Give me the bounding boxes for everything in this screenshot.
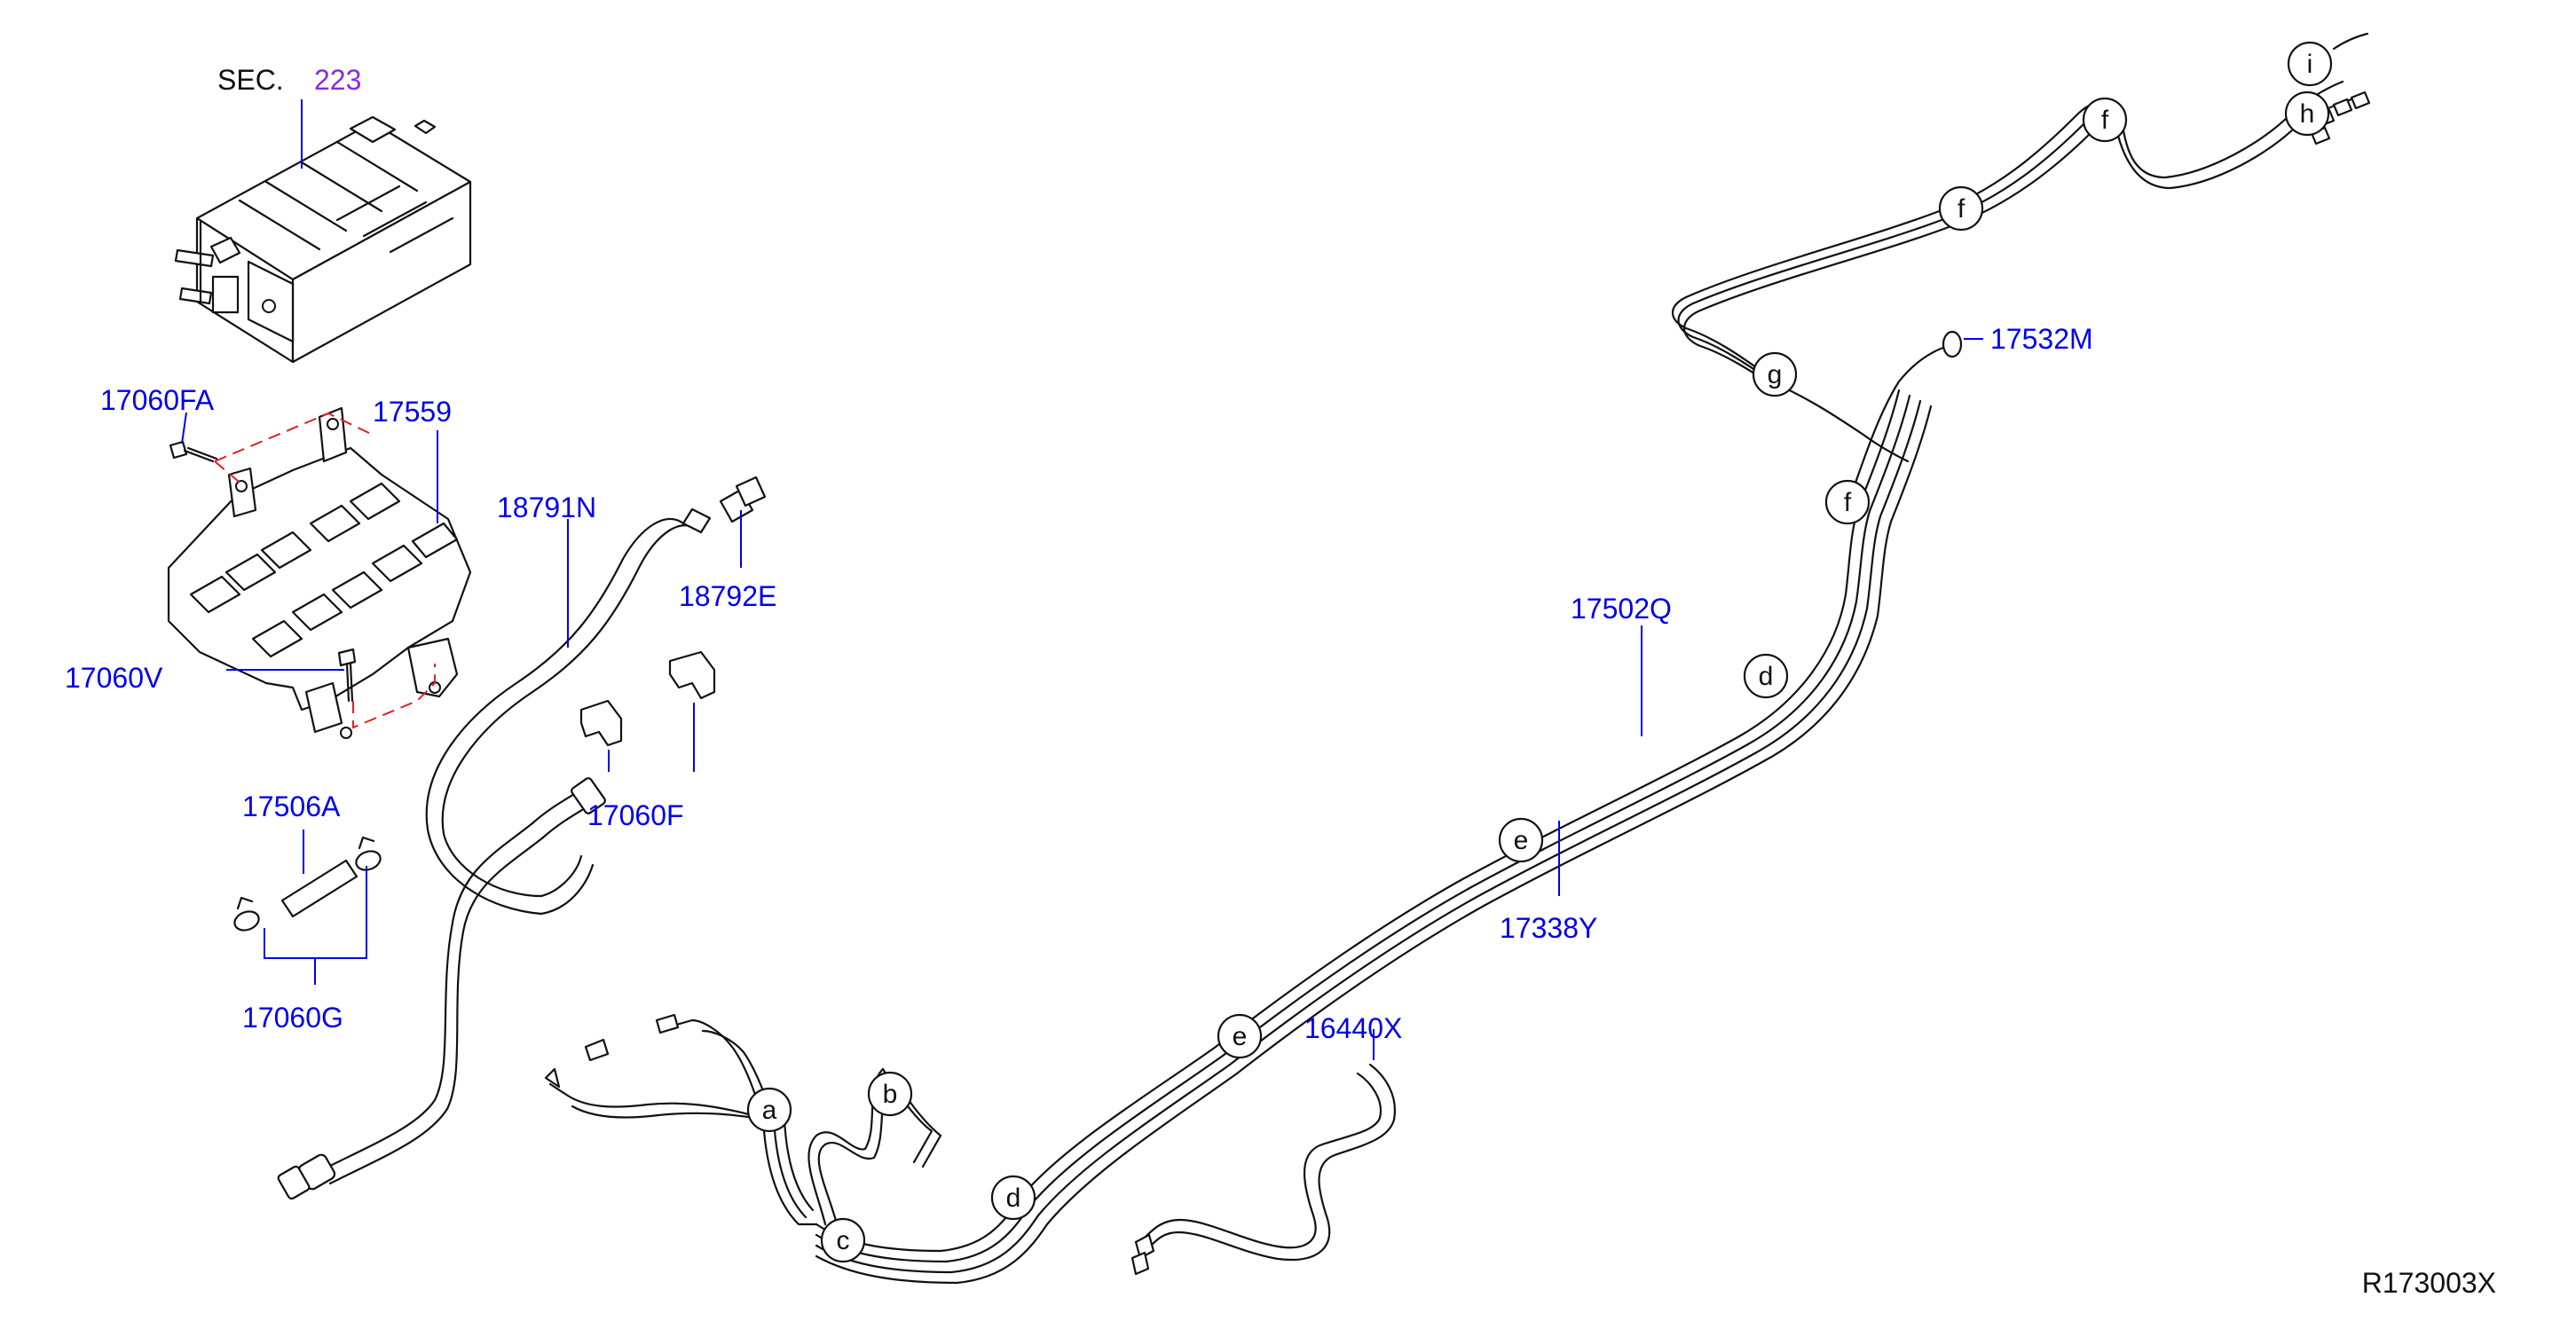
- evap-canister-drawing: [174, 115, 472, 364]
- marker-e-lower-label: e: [1233, 1022, 1248, 1051]
- marker-i: i: [2287, 41, 2333, 87]
- part-label-17060G[interactable]: 17060G: [242, 1002, 343, 1034]
- marker-e-upper-label: e: [1514, 826, 1529, 855]
- part-label-17532M[interactable]: 17532M: [1990, 323, 2093, 355]
- marker-d-upper-label: d: [1759, 662, 1774, 691]
- marker-f-top: f: [2082, 97, 2128, 143]
- marker-c-label: c: [837, 1226, 850, 1255]
- part-label-18791N[interactable]: 18791N: [497, 491, 596, 523]
- part-label-17502Q[interactable]: 17502Q: [1571, 593, 1672, 625]
- marker-a-label: a: [762, 1096, 777, 1125]
- marker-f-mid: f: [1938, 185, 1984, 232]
- connector-18792e-drawing: [719, 476, 767, 523]
- marker-g-label: g: [1768, 360, 1783, 389]
- marker-h: h: [2284, 90, 2330, 137]
- part-label-17506A[interactable]: 17506A: [242, 790, 341, 822]
- fuel-tube-bundle: [544, 32, 2371, 1285]
- leader-lines: [181, 99, 1983, 1060]
- canister-bracket-drawing: [167, 406, 472, 739]
- marker-f-top-label: f: [2101, 106, 2109, 135]
- labels: SEC. 223 17060FA 17559 18791N 18792E 170…: [65, 64, 2496, 1299]
- marker-g: g: [1752, 351, 1798, 397]
- marker-d-lower: d: [990, 1175, 1036, 1221]
- marker-e-lower: e: [1217, 1013, 1263, 1059]
- marker-e-upper: e: [1498, 817, 1544, 863]
- marker-a: a: [746, 1087, 792, 1133]
- part-label-17338Y[interactable]: 17338Y: [1500, 912, 1597, 944]
- diagram-code: R173003X: [2362, 1267, 2496, 1299]
- section-ref-number[interactable]: 223: [314, 64, 361, 96]
- marker-d-upper: d: [1743, 653, 1789, 699]
- hose-18791n-drawing: [277, 507, 712, 1200]
- connection-markers: i h f f g f d e: [746, 41, 2333, 1263]
- marker-d-lower-label: d: [1006, 1183, 1021, 1213]
- part-label-17060F[interactable]: 17060F: [587, 799, 684, 831]
- section-ref-prefix: SEC.: [217, 64, 284, 96]
- marker-f-low-label: f: [1844, 488, 1852, 517]
- part-label-17060FA[interactable]: 17060FA: [100, 384, 215, 416]
- hose-16440x-drawing: [1130, 1063, 1397, 1276]
- part-label-17060V[interactable]: 17060V: [65, 662, 163, 694]
- tube-and-clamps-drawing: [233, 836, 382, 932]
- mounting-guide-lines: [214, 412, 436, 729]
- part-label-17559[interactable]: 17559: [373, 396, 452, 428]
- marker-b: b: [867, 1071, 913, 1117]
- marker-f-mid-label: f: [1958, 194, 1965, 224]
- marker-f-low: f: [1824, 479, 1871, 525]
- clip-17060f-drawing: [579, 650, 716, 747]
- marker-h-label: h: [2300, 99, 2315, 129]
- marker-b-label: b: [883, 1080, 898, 1109]
- part-label-16440X[interactable]: 16440X: [1304, 1012, 1402, 1044]
- marker-c: c: [820, 1217, 866, 1263]
- part-label-18792E[interactable]: 18792E: [679, 580, 776, 612]
- marker-i-label: i: [2307, 50, 2313, 79]
